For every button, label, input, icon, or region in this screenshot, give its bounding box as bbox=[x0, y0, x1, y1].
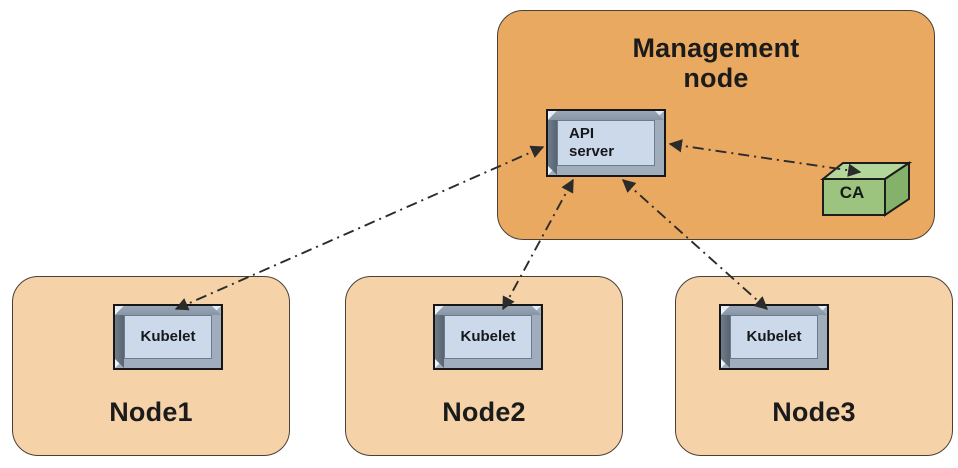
bevel-inner-face bbox=[124, 315, 212, 359]
worker-node-1-container[interactable]: Kubelet Node1 bbox=[12, 276, 290, 456]
worker-node-3-container[interactable]: Kubelet Node3 bbox=[675, 276, 953, 456]
management-node-container[interactable]: Management node API server CA bbox=[497, 10, 935, 240]
cuboid-side-face bbox=[884, 161, 910, 217]
bevel-bottom-facet bbox=[548, 111, 664, 120]
api-server-box[interactable]: API server bbox=[546, 109, 666, 177]
kubelet-box-node3[interactable]: Kubelet bbox=[719, 304, 829, 370]
kubelet-box-node2[interactable]: Kubelet bbox=[433, 304, 543, 370]
worker-node-2-title: Node2 bbox=[442, 396, 526, 427]
api-server-inner-face bbox=[557, 120, 655, 166]
kubelet-label-node1: Kubelet bbox=[140, 328, 196, 345]
bevel-right-facet bbox=[721, 306, 730, 368]
worker-node-3-title: Node3 bbox=[772, 396, 856, 427]
bevel-right-facet bbox=[115, 306, 124, 368]
bevel-inner-face bbox=[444, 315, 532, 359]
bevel-bottom-facet bbox=[115, 306, 221, 315]
kubelet-label-node3: Kubelet bbox=[746, 328, 802, 345]
bevel-bottom-facet bbox=[721, 306, 827, 315]
management-node-title: Management node bbox=[632, 33, 800, 94]
bevel-right-facet bbox=[548, 111, 557, 175]
bevel-right-facet bbox=[435, 306, 444, 368]
certificate-authority-label: CA bbox=[839, 183, 865, 202]
kubelet-label-node2: Kubelet bbox=[460, 328, 516, 345]
certificate-authority-cuboid[interactable]: CA bbox=[820, 161, 913, 217]
bevel-inner-face bbox=[730, 315, 818, 359]
api-server-label: API server bbox=[569, 125, 615, 160]
worker-node-2-container[interactable]: Kubelet Node2 bbox=[345, 276, 623, 456]
kubelet-box-node1[interactable]: Kubelet bbox=[113, 304, 223, 370]
worker-node-1-title: Node1 bbox=[109, 396, 193, 427]
bevel-bottom-facet bbox=[435, 306, 541, 315]
